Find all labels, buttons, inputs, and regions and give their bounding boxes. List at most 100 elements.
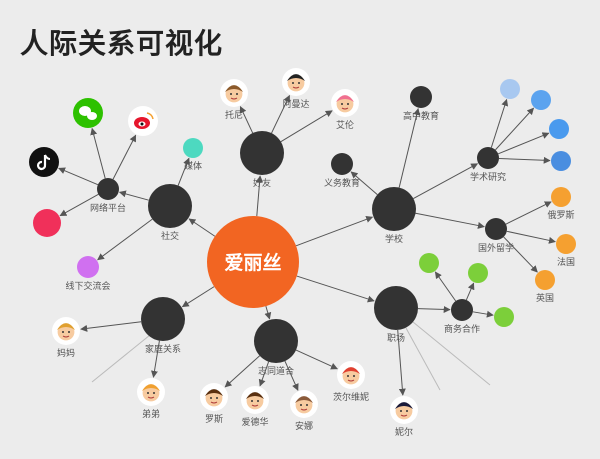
edge-research-b3 xyxy=(497,132,550,155)
edge-social-online xyxy=(118,190,149,201)
leaf-node-circle xyxy=(494,307,514,327)
node-offline[interactable]: 线下交流会 xyxy=(65,256,111,292)
edge-family-mom xyxy=(80,321,142,332)
node-highschool[interactable]: 高中教育 xyxy=(403,86,439,122)
node-label: 高中教育 xyxy=(403,110,439,122)
node-amanda[interactable]: 阿曼达 xyxy=(282,68,310,110)
edge-online-wechat xyxy=(90,127,106,179)
node-russia[interactable]: 俄罗斯 xyxy=(547,187,575,221)
node-wechat[interactable] xyxy=(73,98,103,128)
leaf-node-circle xyxy=(531,90,551,110)
sub-node-circle xyxy=(410,86,432,108)
node-label: 茨尔维妮 xyxy=(333,391,369,403)
node-label: 托尼 xyxy=(225,109,243,121)
node-label: 义务教育 xyxy=(324,177,360,189)
node-b2[interactable] xyxy=(531,90,551,110)
edge-business-g1 xyxy=(434,271,457,302)
node-label: 商务合作 xyxy=(444,323,480,335)
leaf-node-circle xyxy=(183,138,203,158)
node-uk[interactable]: 英国 xyxy=(535,270,555,304)
edge-research-b4 xyxy=(498,156,551,164)
edge-school-research xyxy=(413,163,479,199)
node-label: 好友 xyxy=(253,177,271,189)
node-label: 爱丽丝 xyxy=(224,251,281,274)
edge-research-b2 xyxy=(495,107,535,151)
node-label: 社交 xyxy=(161,230,179,242)
edge-abroad-france xyxy=(506,230,556,244)
edge-school-abroad xyxy=(415,212,485,229)
node-label: 妮尔 xyxy=(395,426,413,438)
node-media[interactable]: 媒体 xyxy=(183,138,203,172)
node-research[interactable]: 学术研究 xyxy=(470,147,506,183)
node-mom[interactable]: 妈妈 xyxy=(52,317,80,359)
node-g3[interactable] xyxy=(494,307,514,327)
edge-alice-work xyxy=(296,275,375,303)
node-b4[interactable] xyxy=(551,151,571,171)
node-label: 法国 xyxy=(557,256,575,268)
node-g2[interactable] xyxy=(468,263,488,283)
edge-business-g2 xyxy=(465,282,475,301)
node-social[interactable]: 社交 xyxy=(148,184,192,242)
node-redapp[interactable] xyxy=(33,209,61,237)
hub-node-circle xyxy=(148,184,192,228)
leaf-node-circle xyxy=(500,79,520,99)
edge-work-business xyxy=(417,305,451,313)
node-label: 学校 xyxy=(385,233,403,245)
faded-edges xyxy=(91,321,491,391)
node-g1[interactable] xyxy=(419,253,439,273)
node-cindy[interactable]: 茨尔维妮 xyxy=(333,361,369,403)
sub-node-circle xyxy=(97,178,119,200)
node-tony[interactable]: 托尼 xyxy=(220,79,248,121)
node-label: 弟弟 xyxy=(142,408,160,420)
node-label: 网络平台 xyxy=(90,202,126,214)
node-weibo[interactable] xyxy=(128,106,158,136)
node-compulsory[interactable]: 义务教育 xyxy=(324,153,360,189)
edge-business-g3 xyxy=(472,310,494,318)
node-b3[interactable] xyxy=(549,119,569,139)
edge-research-b1 xyxy=(490,98,509,148)
node-ross[interactable]: 罗斯 xyxy=(200,383,228,425)
node-neil[interactable]: 妮尔 xyxy=(390,396,418,438)
leaf-node-circle xyxy=(535,270,555,290)
node-label: 线下交流会 xyxy=(65,280,110,292)
node-brother[interactable]: 弟弟 xyxy=(137,378,165,420)
edge-friends-amanda xyxy=(271,94,290,134)
node-alice[interactable]: 爱丽丝 xyxy=(207,216,299,308)
sub-node-circle xyxy=(331,153,353,175)
edge-likeminded-anna xyxy=(284,360,299,391)
node-label: 阿曼达 xyxy=(282,98,309,110)
hub-node-circle xyxy=(141,297,185,341)
node-france[interactable]: 法国 xyxy=(556,234,576,268)
node-allen[interactable]: 艾伦 xyxy=(331,89,359,131)
node-abroad[interactable]: 国外留学 xyxy=(478,218,514,254)
node-b1[interactable] xyxy=(500,79,520,99)
edge-abroad-uk xyxy=(503,236,538,273)
edge-alice-family xyxy=(181,286,215,308)
edge-alice-social xyxy=(188,218,216,237)
node-business[interactable]: 商务合作 xyxy=(444,299,480,335)
node-school[interactable]: 学校 xyxy=(372,187,416,245)
node-friends[interactable]: 好友 xyxy=(240,131,284,189)
node-work[interactable]: 职场 xyxy=(374,286,418,344)
leaf-node-circle xyxy=(33,209,61,237)
node-label: 英国 xyxy=(536,292,554,304)
edge-likeminded-ross xyxy=(224,355,261,388)
node-likeminded[interactable]: 志同道合 xyxy=(254,319,298,377)
node-label: 家庭关系 xyxy=(145,343,181,355)
leaf-node-circle xyxy=(556,234,576,254)
edge-social-offline xyxy=(97,218,153,261)
node-family[interactable]: 家庭关系 xyxy=(141,297,185,355)
node-label: 妈妈 xyxy=(57,347,75,359)
hub-node-circle xyxy=(254,319,298,363)
edge-online-tiktok xyxy=(58,167,99,186)
node-tiktok[interactable] xyxy=(29,147,59,177)
hub-node-circle xyxy=(240,131,284,175)
edge-social-media xyxy=(177,157,190,186)
hub-node-circle xyxy=(374,286,418,330)
node-label: 职场 xyxy=(387,333,405,344)
node-anna[interactable]: 安娜 xyxy=(290,390,318,432)
edge-friends-allen xyxy=(280,110,333,143)
node-edward[interactable]: 爱德华 xyxy=(241,386,269,428)
node-online[interactable]: 网络平台 xyxy=(90,178,126,214)
